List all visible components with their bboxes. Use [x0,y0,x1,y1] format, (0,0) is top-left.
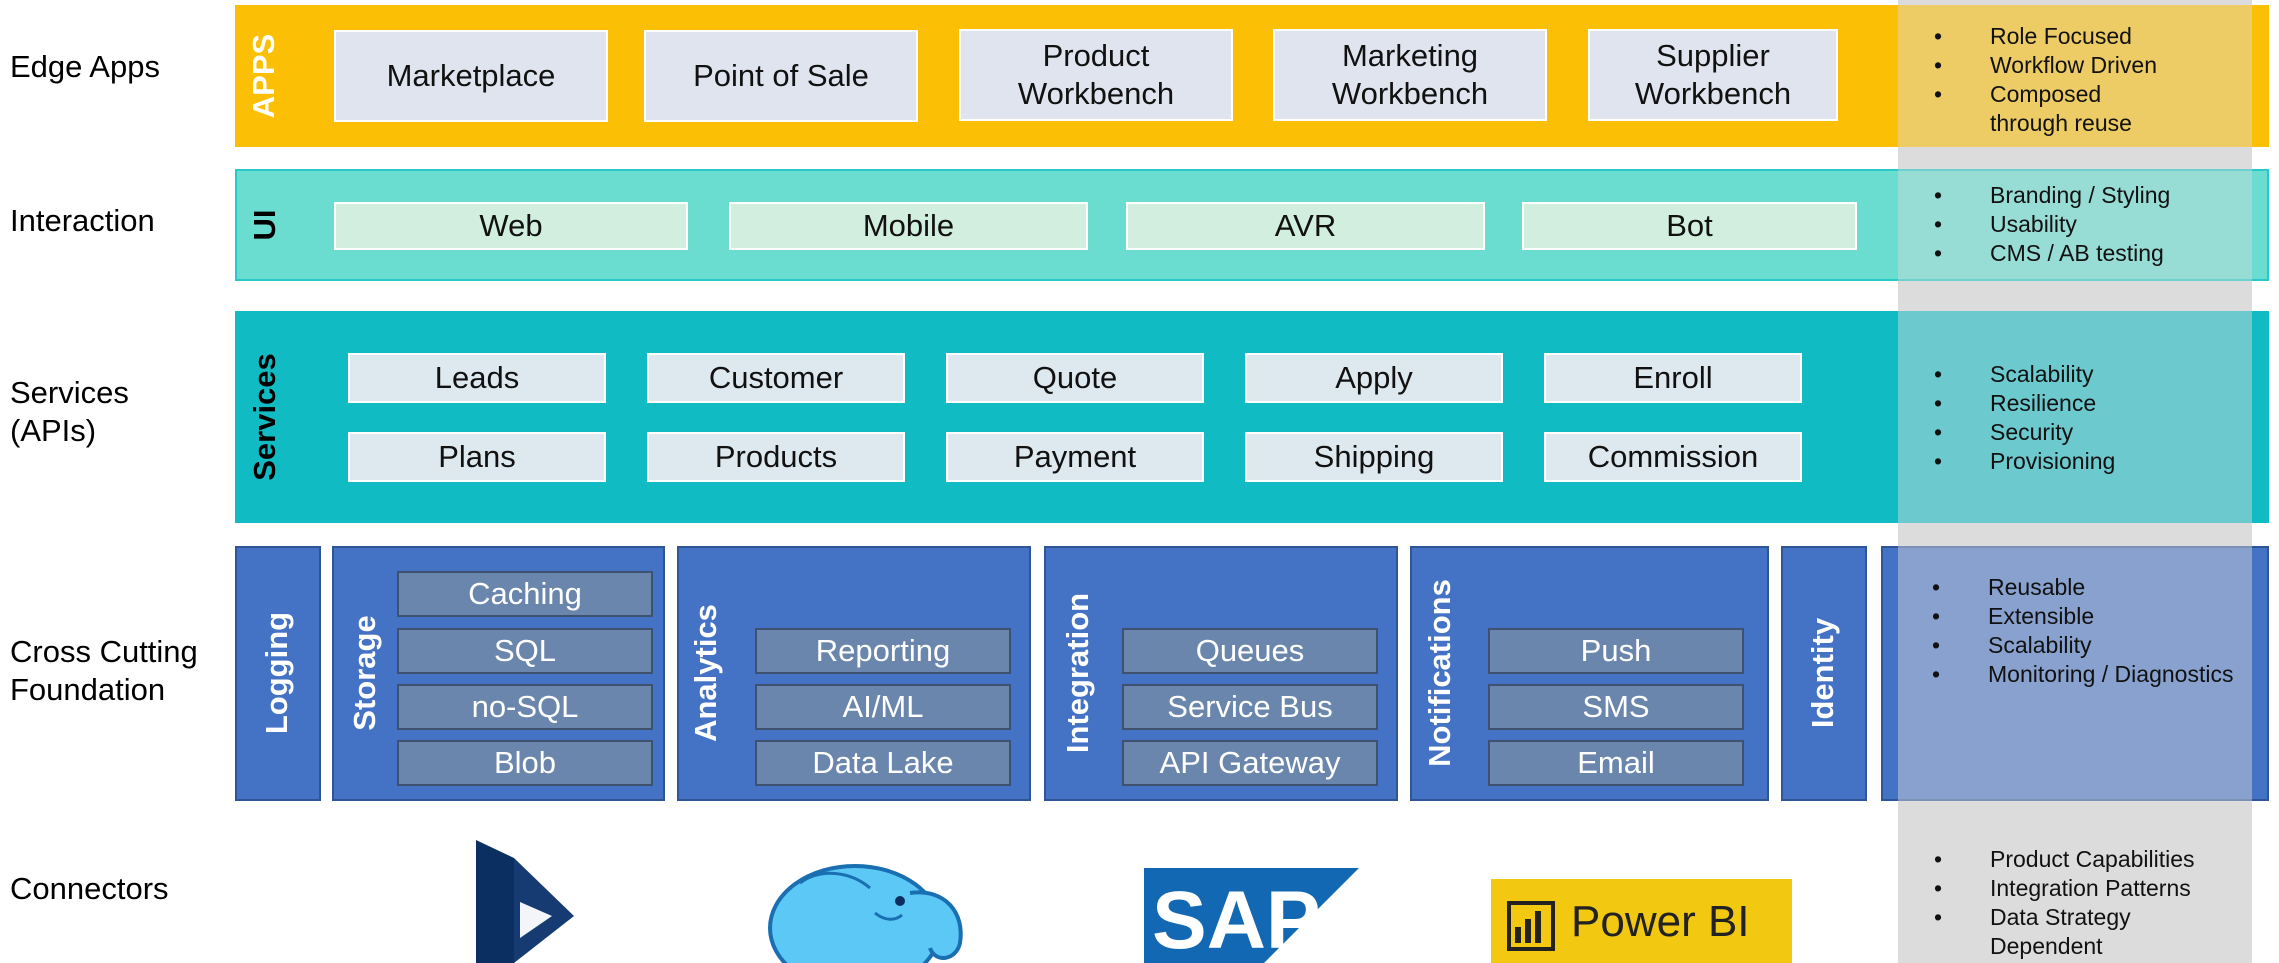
app-box-line: Workbench [1331,76,1489,111]
app-box-point-of-sale: Point of Sale [644,30,918,122]
bullet-item: Reusable [1924,573,2233,602]
storage-item-blob: Blob [397,740,653,786]
dynamics-logo [476,840,574,963]
row-label-services-line2: (APIs) [10,413,97,448]
row-label-services-line1: Services [10,375,129,410]
service-box-products: Products [647,432,905,482]
bullet-item: Integration Patterns [1926,874,2195,903]
ui-box-web: Web [334,202,688,250]
power-bi-logo: Power BI [1491,879,1792,963]
service-box-enroll: Enroll [1544,353,1802,403]
row-label-edge-apps: Edge Apps [10,49,160,84]
bullet-item: Composed [1926,80,2157,109]
analytics-item-data-lake: Data Lake [755,740,1011,786]
bullet-item: Resilience [1926,389,2115,418]
services-band-label: Services [247,353,282,481]
ui-box-bot: Bot [1522,202,1857,250]
integration-label: Integration [1060,592,1095,754]
power-bi-text: Power BI [1571,897,1750,946]
hadoop-elephant-logo [768,864,963,963]
sap-logo: SAP [1144,868,1359,963]
service-box-customer: Customer [647,353,905,403]
notifications-label: Notifications [1422,579,1457,767]
foundation-bullets: Reusable Extensible Scalability Monitori… [1924,573,2233,689]
analytics-item-reporting: Reporting [755,628,1011,674]
analytics-label: Analytics [688,604,723,742]
service-box-quote: Quote [946,353,1204,403]
bullet-item: Provisioning [1926,447,2115,476]
services-bullets: Scalability Resilience Security Provisio… [1926,360,2115,476]
connectors-bullets: Product Capabilities Integration Pattern… [1926,845,2195,961]
bullet-item: Extensible [1924,602,2233,631]
row-label-cross-cutting-line1: Cross Cutting [10,634,198,669]
integration-item-service-bus: Service Bus [1122,684,1378,730]
bullet-item: Product Capabilities [1926,845,2195,874]
bullet-item: CMS / AB testing [1926,239,2170,268]
service-box-apply: Apply [1245,353,1503,403]
identity-label: Identity [1805,617,1840,729]
app-box-line: Supplier [1656,38,1770,73]
integration-item-api-gateway: API Gateway [1122,740,1378,786]
app-box-line: Point of Sale [693,58,869,93]
app-box-line: Marketplace [386,58,556,93]
service-box-payment: Payment [946,432,1204,482]
bullet-item: Workflow Driven [1926,51,2157,80]
apps-bullets: Role Focused Workflow Driven Composed th… [1926,22,2157,138]
storage-label: Storage [347,615,382,731]
bullet-item: Scalability [1926,360,2115,389]
bullet-item: Role Focused [1926,22,2157,51]
bullet-item: Security [1926,418,2115,447]
app-box-line: Product [1042,38,1150,73]
row-label-services: Services (APIs) [10,374,129,450]
bullet-item: Scalability [1924,631,2233,660]
identity-panel [1781,546,1867,801]
row-label-interaction: Interaction [10,203,155,238]
apps-band-label: APPS [246,33,281,119]
ui-box-avr: AVR [1126,202,1485,250]
app-box-line: Workbench [1017,76,1175,111]
app-box-line: Workbench [1634,76,1792,111]
bullet-continuation: through reuse [1990,110,2132,136]
bullet-item: Monitoring / Diagnostics [1924,660,2233,689]
notifications-item-email: Email [1488,740,1744,786]
storage-item-no-sql: no-SQL [397,684,653,730]
storage-item-sql: SQL [397,628,653,674]
analytics-item-ai-ml: AI/ML [755,684,1011,730]
integration-item-queues: Queues [1122,628,1378,674]
app-box-line: Marketing [1341,38,1479,73]
bullet-item: Data Strategy [1926,903,2195,932]
service-box-commission: Commission [1544,432,1802,482]
service-box-shipping: Shipping [1245,432,1503,482]
row-label-cross-cutting-line2: Foundation [10,672,166,707]
row-label-connectors: Connectors [10,871,169,906]
bullet-item: Usability [1926,210,2170,239]
ui-box-mobile: Mobile [729,202,1088,250]
bullet-continuation: Dependent [1990,933,2103,959]
bullet-item: Branding / Styling [1926,181,2170,210]
ui-band-label: UI [247,209,282,241]
service-box-plans: Plans [348,432,606,482]
storage-item-caching: Caching [397,571,653,617]
service-box-leads: Leads [348,353,606,403]
row-label-cross-cutting: Cross Cutting Foundation [10,633,198,709]
power-bi-bars-icon [1507,901,1555,951]
notifications-item-push: Push [1488,628,1744,674]
logging-label: Logging [259,611,294,735]
sap-logo-text: SAP [1152,875,1321,963]
notifications-item-sms: SMS [1488,684,1744,730]
ui-bullets: Branding / Styling Usability CMS / AB te… [1926,181,2170,268]
app-box-marketplace: Marketplace [334,30,608,122]
logging-panel [235,546,321,801]
